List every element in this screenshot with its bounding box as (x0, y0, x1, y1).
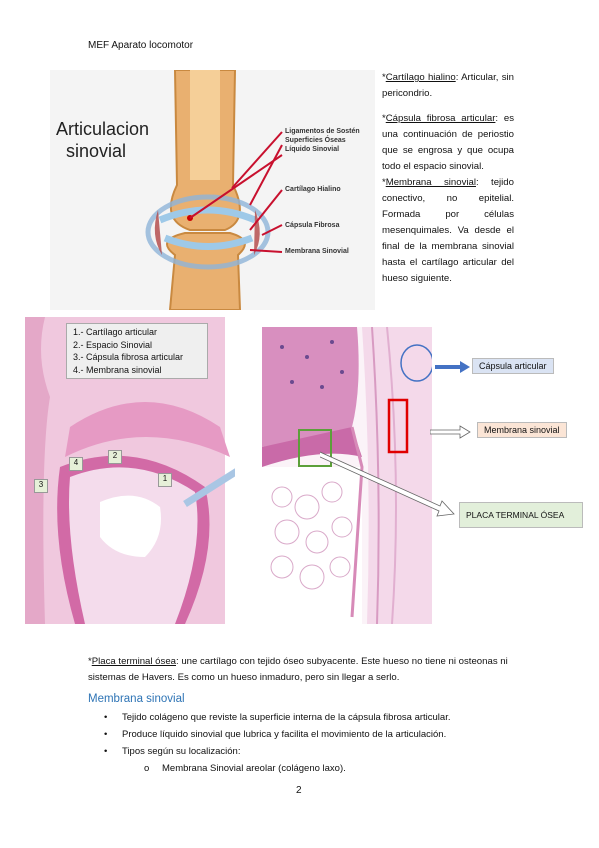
bullet-item: •Tipos según su localización: (104, 746, 241, 757)
page-number: 2 (296, 785, 302, 796)
note-marker: * (382, 177, 386, 188)
bullet-text: Tipos según su localización: (122, 746, 241, 757)
legend-item: 2.- Espacio Sinovial (73, 339, 153, 350)
marker-4: 4 (69, 457, 83, 471)
diagram-title: Articulacion sinovial (56, 118, 149, 162)
bullet-text: Tejido colágeno que reviste la superfici… (122, 712, 451, 723)
synovial-joint-diagram: Articulacion sinovial Ligamentos de Sost… (50, 70, 375, 310)
note-text: : Articular, sin pericondrio. (382, 72, 514, 99)
note-membrana: *Membrana sinovial: tejido conectivo, no… (382, 175, 514, 287)
note-term: Cartílago hialino (385, 72, 456, 83)
label-capsula-articular: Cápsula articular (472, 358, 554, 374)
histology-image-right (262, 327, 432, 624)
placa-paragraph: *Placa terminal ósea: une cartílago con … (88, 654, 520, 686)
marker-3: 3 (34, 479, 48, 493)
annotation-arrows (430, 361, 471, 439)
bullet-item: •Produce líquido sinovial que lubrica y … (104, 729, 447, 740)
legend-item: 3.- Cápsula fibrosa articular (73, 352, 184, 362)
side-notes: *Cartílago hialino: Articular, sin peric… (382, 70, 514, 287)
diagram-title-line2: sinovial (66, 141, 127, 161)
note-capsula: *Cápsula fibrosa articular: es una conti… (382, 111, 514, 175)
label-capsula: Cápsula Fibrosa (285, 222, 340, 229)
subbullet-text: Membrana Sinovial areolar (colágeno laxo… (162, 763, 346, 774)
note-term: Cápsula fibrosa articular (385, 113, 496, 124)
legend-item: 1.- Cartílago articular (73, 327, 158, 337)
paragraph-marker: * (88, 656, 92, 667)
marker-2: 2 (108, 450, 122, 464)
diagram-title-line1: Articulacion (56, 119, 150, 139)
section-title: Membrana sinovial (88, 693, 185, 705)
joint-illustration (145, 70, 283, 310)
histology-right-illustration (262, 327, 432, 624)
paragraph-text: : une cartílago con tejido óseo subyacen… (88, 656, 508, 683)
legend-item: 4.- Membrana sinovial (73, 364, 162, 375)
label-membrana: Membrana Sinovial (285, 248, 349, 255)
note-marker: * (382, 113, 386, 124)
marker-1: 1 (158, 473, 172, 487)
page-header: MEF Aparato locomotor (88, 40, 194, 51)
label-liquido: Líquido Sinovial (285, 146, 340, 153)
bullet-list: •Tejido colágeno que reviste la superfic… (104, 709, 534, 777)
placa-arrow (320, 451, 455, 517)
note-term: Membrana sinovial (385, 177, 476, 188)
paragraph-term: Placa terminal ósea (91, 656, 176, 667)
label-membrana-sinovial: Membrana sinovial (477, 422, 567, 438)
bullet-item: •Tejido colágeno que reviste la superfic… (104, 712, 451, 723)
label-placa-terminal: PLACA TERMINAL ÓSEA (459, 502, 583, 528)
note-text: : tejido conectivo, no epitelial. Formad… (382, 177, 514, 284)
note-text: : es una continuación de periostio que s… (382, 113, 514, 172)
label-superficies: Superficies Óseas (285, 137, 346, 144)
label-cartilago: Cartílago Hialino (285, 186, 341, 193)
label-ligamentos: Ligamentos de Sostén (285, 128, 360, 135)
histology-legend: 1.- Cartílago articular 2.- Espacio Sino… (66, 323, 208, 379)
note-cartilago: *Cartílago hialino: Articular, sin peric… (382, 70, 514, 102)
bullet-text: Produce líquido sinovial que lubrica y f… (122, 729, 447, 740)
note-marker: * (382, 72, 386, 83)
